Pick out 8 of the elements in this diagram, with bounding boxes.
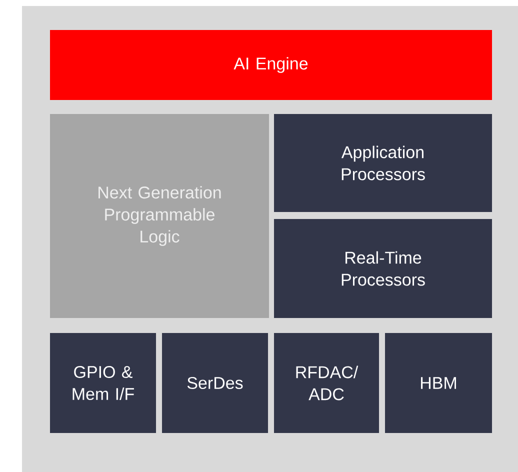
processor-block: Application Processors — [274, 114, 492, 212]
interface-block: HBM — [385, 333, 492, 433]
processor-block: Real-Time Processors — [274, 219, 492, 318]
interface-block: SerDes — [162, 333, 268, 433]
interface-block: GPIO & Mem I/F — [50, 333, 156, 433]
logic-block: Next Generation Programmable Logic — [50, 114, 269, 318]
interface-block: RFDAC/ ADC — [274, 333, 379, 433]
engine-block: AI Engine — [50, 30, 492, 100]
